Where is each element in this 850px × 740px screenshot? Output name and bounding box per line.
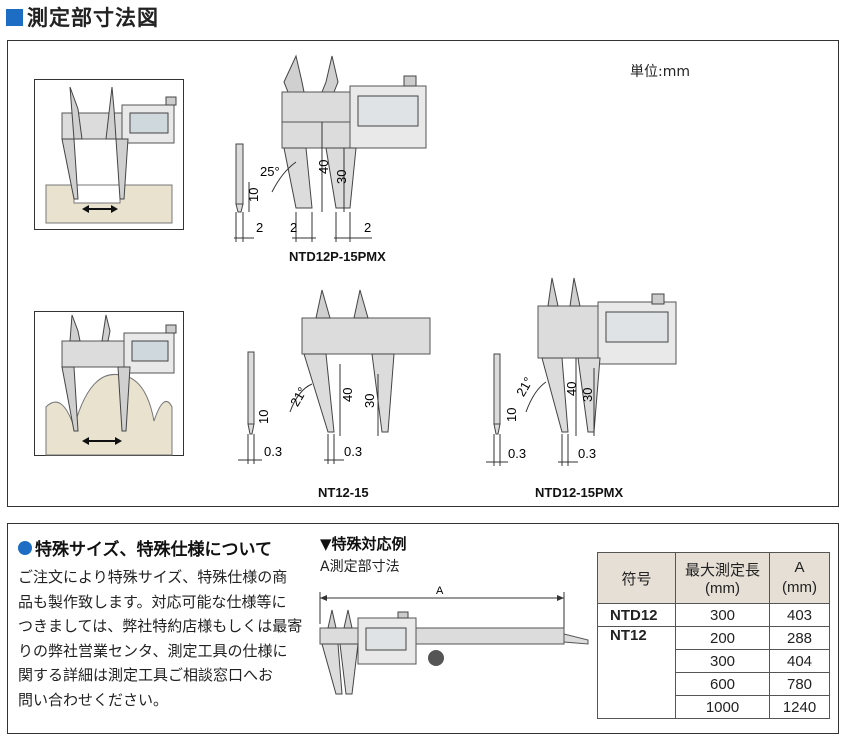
header-max-len-label: 最大測定長 [684, 562, 760, 579]
example-title: ▼特殊対応例 [320, 535, 407, 553]
page-title: 測定部寸法図 [6, 4, 159, 30]
cell-a: 288 [769, 626, 830, 650]
nt12-len30: 30 [362, 394, 377, 408]
groove-measure-illustration [34, 79, 184, 230]
ntd12-len40: 40 [564, 382, 579, 396]
ntd12p-angle: 25° [260, 164, 280, 179]
ntd12p-len40: 40 [316, 160, 331, 174]
cell-max-len: 1000 [675, 695, 770, 719]
nt12-jaw-w: 0.3 [344, 444, 362, 459]
spec-table: 符号 最大測定長 (mm) A (mm) NTD12 300 403 NT12 … [597, 552, 830, 719]
nt12-tip-len: 10 [256, 410, 271, 424]
header-model: 符号 [597, 552, 676, 604]
gear-measure-illustration [34, 311, 184, 456]
special-line: りの弊社営業センタ、測定工具の仕様に [18, 641, 288, 660]
special-line: ご注文により特殊サイズ、特殊仕様の商 [18, 568, 288, 586]
table-row: 1000 1240 [598, 695, 830, 719]
cell-a: 1240 [769, 695, 830, 719]
ntd12-len30: 30 [580, 388, 595, 402]
cell-model: NT12 [597, 626, 676, 719]
header-a: A (mm) [769, 552, 830, 604]
nt12-tip-w: 0.3 [264, 444, 282, 459]
nt12-len40: 40 [340, 388, 355, 402]
special-title-text: 特殊サイズ、特殊仕様について [35, 540, 272, 560]
cell-a: 780 [769, 672, 830, 696]
cell-max-len: 600 [675, 672, 770, 696]
ntd12-caption: NTD12-15PMX [535, 485, 624, 500]
nt12-caption: NT12-15 [318, 485, 369, 500]
ntd12-tip-w: 0.3 [508, 446, 526, 461]
header-max-len: 最大測定長 (mm) [675, 552, 770, 604]
cell-max-len: 300 [675, 649, 770, 673]
example-dim-a: A [436, 585, 444, 597]
ntd12-tip-len: 10 [504, 408, 519, 422]
bullet-dot-icon [18, 540, 32, 555]
table-row: NTD12 300 403 [597, 603, 830, 627]
example-subtitle: A測定部寸法 [320, 559, 400, 575]
cell-a: 403 [769, 603, 830, 627]
header-a-unit: (mm) [782, 579, 817, 596]
special-line: 品も製作致します。対応可能な仕様等に [18, 592, 287, 611]
cell-model: NTD12 [597, 603, 676, 627]
header-max-len-unit: (mm) [705, 580, 740, 597]
dimension-panel [7, 40, 839, 507]
ntd12-jaw-w: 0.3 [578, 446, 596, 461]
cell-max-len: 300 [675, 603, 770, 627]
ntd12p-tip-w: 2 [256, 220, 263, 235]
nt12-angle: 21° [287, 384, 310, 409]
ntd12-diagram: 21° 10 0.3 0.3 40 30 [486, 277, 677, 466]
ntd12p-diagram: 25° 10 2 2 2 40 30 [234, 54, 427, 242]
header-a-label: A [794, 559, 805, 576]
special-line: 問い合わせください。 [18, 690, 169, 709]
special-order-panel [7, 523, 839, 734]
ntd12p-jaw-w2: 2 [364, 220, 371, 235]
example-caliper-diagram: A [319, 585, 589, 695]
table-header-row: 符号 最大測定長 (mm) A (mm) [597, 552, 830, 604]
ntd12p-len30: 30 [334, 170, 349, 184]
table-row: 600 780 [598, 672, 830, 696]
special-body: ご注文により特殊サイズ、特殊仕様の商 品も製作致します。対応可能な仕様等に つき… [18, 565, 308, 712]
cell-max-len: 200 [675, 626, 770, 650]
special-line: 関する詳細は測定工具ご相談窓口へお [18, 666, 274, 684]
ntd12p-jaw-w1: 2 [290, 220, 297, 235]
title-square-icon [6, 8, 23, 26]
ntd12p-tip-len: 10 [246, 188, 261, 202]
table-row: NT12 200 288 [597, 626, 830, 719]
ntd12-angle: 21° [513, 374, 536, 399]
special-line: つきましては、弊社特約店様もしくは最寄 [18, 617, 303, 635]
nt12-diagram: 21° 10 0.3 0.3 40 30 [238, 289, 431, 464]
special-title: 特殊サイズ、特殊仕様について [18, 535, 272, 560]
ntd12p-caption: NTD12P-15PMX [289, 249, 386, 264]
cell-a: 404 [769, 649, 830, 673]
unit-label: 単位:mm [630, 64, 690, 80]
page-title-text: 測定部寸法図 [27, 6, 159, 30]
